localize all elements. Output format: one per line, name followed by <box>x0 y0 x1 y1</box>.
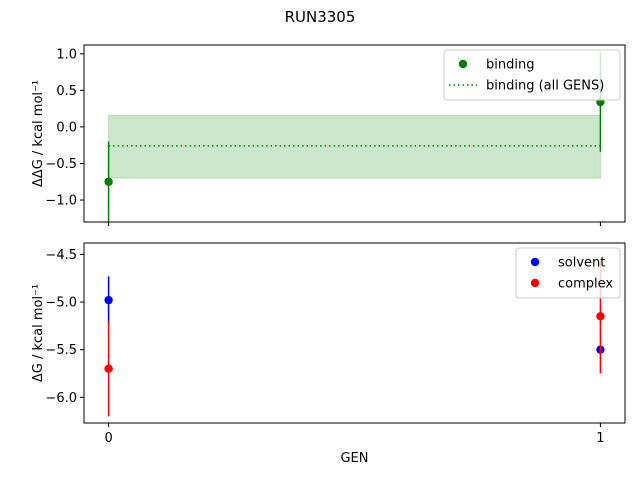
solvent-point <box>104 295 113 305</box>
y-tick-label: −5.0 <box>45 296 77 311</box>
complex-point <box>596 312 605 321</box>
x-axis-label: GEN <box>340 451 368 466</box>
complex-point <box>104 364 113 373</box>
axes-frame <box>83 242 626 424</box>
figure-title: RUN3305 <box>285 8 356 26</box>
x-tick-label: 1 <box>596 431 604 446</box>
y-tick-label: −0.5 <box>45 157 77 172</box>
y-axis-label: ΔG / kcal mol⁻¹ <box>31 284 46 382</box>
y-axis-label: ΔΔG / kcal mol⁻¹ <box>31 80 46 187</box>
legend-marker <box>530 257 540 267</box>
axes-frame <box>83 44 626 223</box>
summary-band <box>108 114 601 179</box>
legend-label: binding (all GENS) <box>486 79 604 94</box>
y-tick-label: −1.0 <box>45 194 77 209</box>
legend-label: solvent <box>558 256 605 271</box>
y-tick-label: −5.5 <box>45 343 77 358</box>
y-tick-label: −4.5 <box>45 248 77 263</box>
legend: solvent complex <box>515 247 621 299</box>
x-tick-label: 0 <box>104 431 112 446</box>
y-tick-label: 0.0 <box>56 120 77 135</box>
legend-marker <box>530 278 540 288</box>
y-tick-label: 0.5 <box>56 84 77 99</box>
legend-box <box>515 247 621 299</box>
legend-label: binding <box>486 58 534 73</box>
y-tick-label: 1.0 <box>56 47 77 62</box>
legend-marker <box>458 59 468 69</box>
bottom-panel: −6.0 −5.5 −5.0 −4.5 0 1 ΔG / kcal mol⁻¹ GEN solv… <box>31 242 626 466</box>
binding-point <box>104 177 113 186</box>
legend-label: complex <box>558 277 613 292</box>
y-tick-label: −6.0 <box>45 391 77 406</box>
legend-box <box>443 49 621 101</box>
legend: binding binding (all GENS) <box>443 49 621 101</box>
